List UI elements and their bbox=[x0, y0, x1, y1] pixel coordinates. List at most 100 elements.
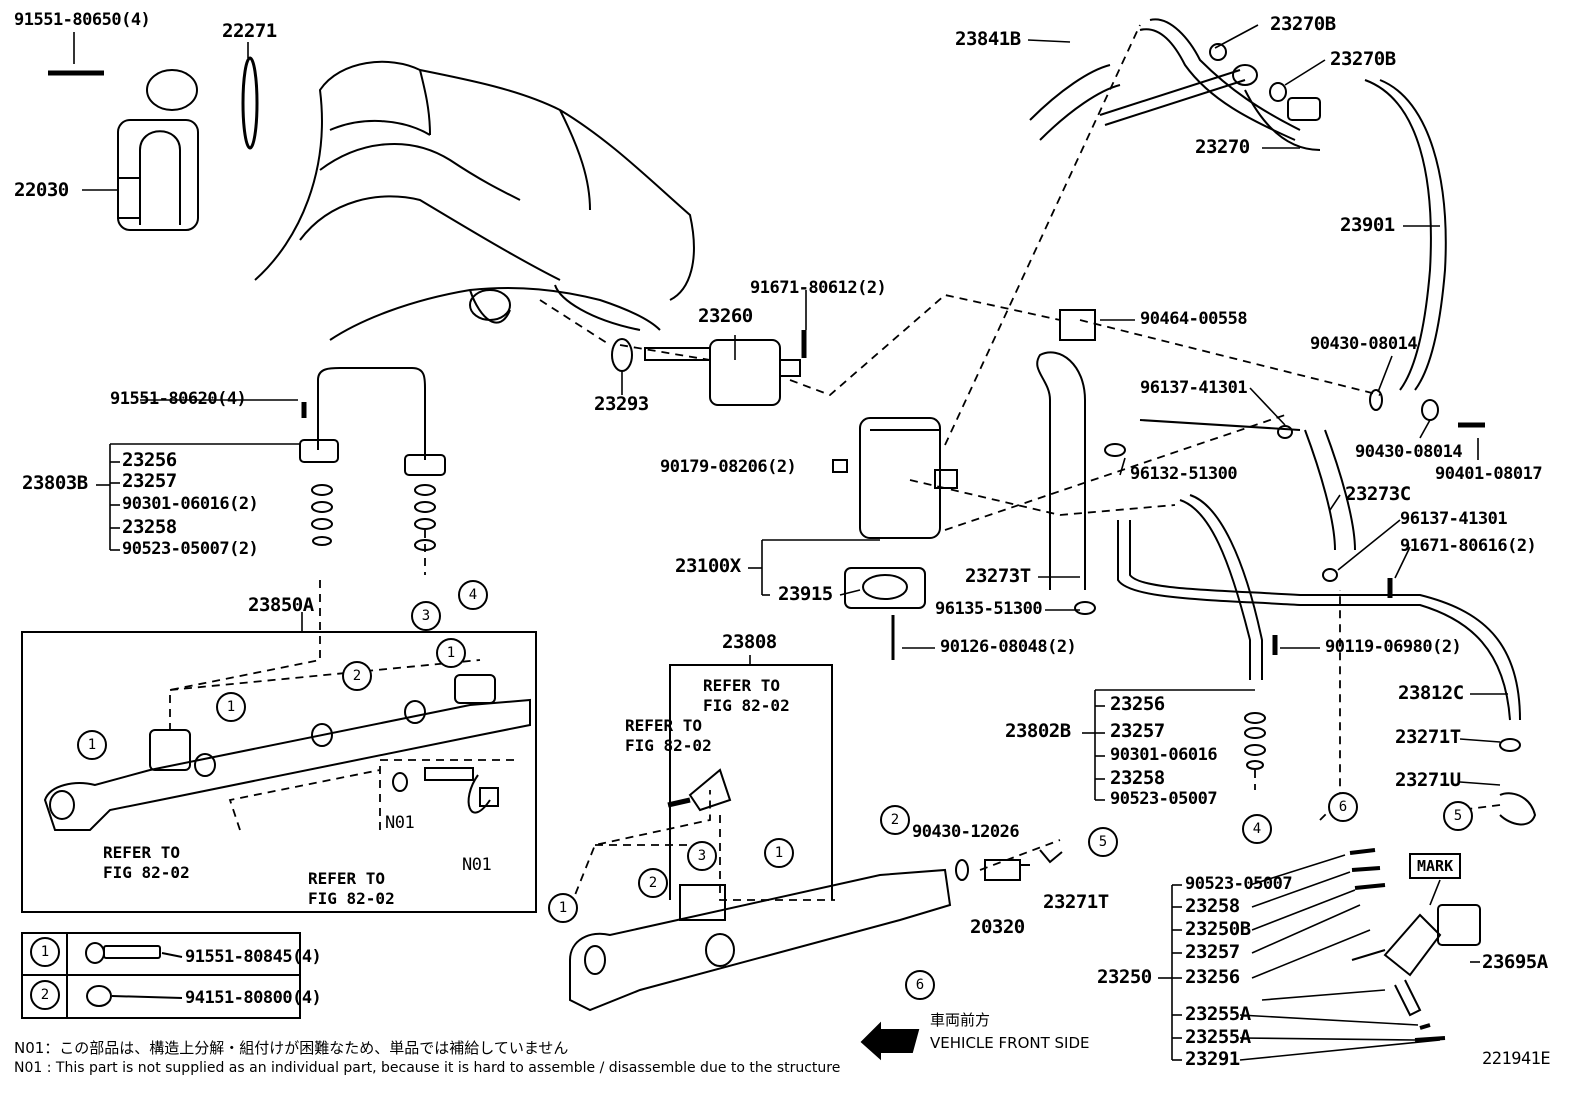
front-side-label-en: VEHICLE FRONT SIDE bbox=[930, 1034, 1090, 1052]
part-number[interactable]: 90464-00558 bbox=[1140, 309, 1248, 329]
part-number[interactable]: 90119-06980(2) bbox=[1325, 637, 1462, 657]
part-number[interactable]: 23257 bbox=[1110, 720, 1165, 742]
fuel-rail-a-box bbox=[21, 631, 537, 913]
throttle-body-drawing bbox=[48, 69, 199, 231]
legend-table-drawing bbox=[21, 932, 301, 1019]
part-number[interactable]: 23257 bbox=[122, 470, 177, 492]
gasket-drawing bbox=[241, 56, 259, 150]
intake-manifold-drawing bbox=[254, 60, 695, 341]
part-number[interactable]: 90126-08048(2) bbox=[940, 637, 1077, 657]
part-number[interactable]: 23803B bbox=[22, 472, 88, 494]
part-number[interactable]: 90523-05007(2) bbox=[122, 539, 259, 559]
part-number[interactable]: 90430-08014 bbox=[1355, 442, 1463, 462]
part-number[interactable]: 91671-80612(2) bbox=[750, 278, 887, 298]
part-number[interactable]: 23273C bbox=[1345, 483, 1411, 505]
part-number[interactable]: 23270B bbox=[1270, 13, 1336, 35]
part-number[interactable]: 22271 bbox=[222, 20, 277, 42]
part-number[interactable]: 91551-80650(4) bbox=[14, 10, 151, 30]
part-number[interactable]: 23841B bbox=[955, 28, 1021, 50]
n01-marker: N01 bbox=[385, 813, 415, 833]
part-number[interactable]: 90301-06016 bbox=[1110, 745, 1218, 765]
part-number[interactable]: 23256 bbox=[122, 449, 177, 471]
pressure-sensor-drawing bbox=[955, 849, 1063, 881]
legend-key-1: 1 bbox=[30, 937, 60, 967]
part-number[interactable]: 23802B bbox=[1005, 720, 1071, 742]
fuel-rail-b-box bbox=[669, 664, 833, 900]
fuel-pipe-left-drawing bbox=[299, 367, 446, 551]
part-number[interactable]: 90523-05007 bbox=[1185, 874, 1293, 894]
hose-drawings bbox=[1029, 18, 1521, 721]
part-number[interactable]: 23271T bbox=[1395, 726, 1461, 748]
part-number[interactable]: 23250B bbox=[1185, 918, 1251, 940]
part-number[interactable]: 23901 bbox=[1340, 214, 1395, 236]
part-number[interactable]: 90401-08017 bbox=[1435, 464, 1543, 484]
refer-to-figure-link[interactable]: REFER TO FIG 82-02 bbox=[625, 716, 712, 755]
part-number[interactable]: 23270 bbox=[1195, 136, 1250, 158]
part-number[interactable]: 91671-80616(2) bbox=[1400, 536, 1537, 556]
part-number[interactable]: 23260 bbox=[698, 305, 753, 327]
part-number[interactable]: 96132-51300 bbox=[1130, 464, 1238, 484]
fuel-rail-b-drawing bbox=[569, 768, 952, 1012]
injector-drawing bbox=[1349, 848, 1481, 1042]
callout-circle: 1 bbox=[77, 730, 107, 760]
part-number[interactable]: 20320 bbox=[970, 916, 1025, 938]
part-number[interactable]: 91551-80845(4) bbox=[185, 947, 322, 967]
part-number[interactable]: 23270B bbox=[1330, 48, 1396, 70]
part-number[interactable]: 23256 bbox=[1185, 966, 1240, 988]
part-number[interactable]: 90179-08206(2) bbox=[660, 457, 797, 477]
callout-circle: 2 bbox=[638, 868, 668, 898]
part-number[interactable]: 94151-80800(4) bbox=[185, 988, 322, 1008]
mark-label: MARK bbox=[1409, 853, 1462, 879]
callout-circle: 2 bbox=[880, 805, 910, 835]
vsv-drawing bbox=[611, 330, 807, 406]
part-number[interactable]: 23255A bbox=[1185, 1003, 1251, 1025]
callout-circle: 5 bbox=[1443, 801, 1473, 831]
part-number[interactable]: 23258 bbox=[1185, 895, 1240, 917]
part-number[interactable]: 23808 bbox=[722, 631, 777, 653]
part-number[interactable]: 23293 bbox=[594, 393, 649, 415]
callout-circle: 3 bbox=[411, 601, 441, 631]
part-number[interactable]: 23273T bbox=[965, 565, 1031, 587]
clamp-drawings bbox=[1059, 43, 1537, 826]
part-number[interactable]: 96137-41301 bbox=[1140, 378, 1248, 398]
part-number[interactable]: 23258 bbox=[122, 516, 177, 538]
part-number[interactable]: 23255A bbox=[1185, 1026, 1251, 1048]
refer-to-figure-link[interactable]: REFER TO FIG 82-02 bbox=[308, 869, 395, 908]
part-number[interactable]: 96135-51300 bbox=[935, 599, 1043, 619]
part-number[interactable]: 23271T bbox=[1043, 891, 1109, 913]
part-number[interactable]: 96137-41301 bbox=[1400, 509, 1508, 529]
figure-code: 221941E bbox=[1482, 1049, 1551, 1069]
callout-circle: 5 bbox=[1088, 827, 1118, 857]
legend-key-2: 2 bbox=[30, 980, 60, 1010]
fuel-rail-a-drawing bbox=[43, 674, 531, 831]
part-number[interactable]: 23256 bbox=[1110, 693, 1165, 715]
part-number[interactable]: 23100X bbox=[675, 555, 741, 577]
part-number[interactable]: 23695A bbox=[1482, 951, 1548, 973]
leader-lines bbox=[73, 24, 1508, 1061]
part-number[interactable]: 23257 bbox=[1185, 941, 1240, 963]
part-number[interactable]: 23915 bbox=[778, 583, 833, 605]
callout-circle: 4 bbox=[458, 580, 488, 610]
part-number[interactable]: 23850A bbox=[248, 594, 314, 616]
front-arrow-icon bbox=[860, 1021, 920, 1061]
part-number[interactable]: 23812C bbox=[1398, 682, 1464, 704]
callout-circle: 1 bbox=[764, 838, 794, 868]
part-number[interactable]: 23291 bbox=[1185, 1048, 1240, 1070]
refer-to-figure-link[interactable]: REFER TO FIG 82-02 bbox=[103, 843, 190, 882]
refer-to-figure-link[interactable]: REFER TO FIG 82-02 bbox=[703, 676, 790, 715]
part-number[interactable]: 90430-12026 bbox=[912, 822, 1020, 842]
part-number[interactable]: 91551-80620(4) bbox=[110, 389, 247, 409]
callout-circle: 3 bbox=[687, 841, 717, 871]
part-number[interactable]: 90523-05007 bbox=[1110, 789, 1218, 809]
part-number[interactable]: 90301-06016(2) bbox=[122, 494, 259, 514]
part-number[interactable]: 22030 bbox=[14, 179, 69, 201]
part-number[interactable]: 23250 bbox=[1097, 966, 1152, 988]
part-number[interactable]: 90430-08014 bbox=[1310, 334, 1418, 354]
note-jp: N01：この部品は、構造上分解・組付けが困難なため、単品では補給していません bbox=[14, 1039, 569, 1057]
callout-circle: 6 bbox=[905, 970, 935, 1000]
part-number[interactable]: 23258 bbox=[1110, 767, 1165, 789]
air-pump-drawing bbox=[832, 417, 958, 660]
part-number[interactable]: 23271U bbox=[1395, 769, 1461, 791]
